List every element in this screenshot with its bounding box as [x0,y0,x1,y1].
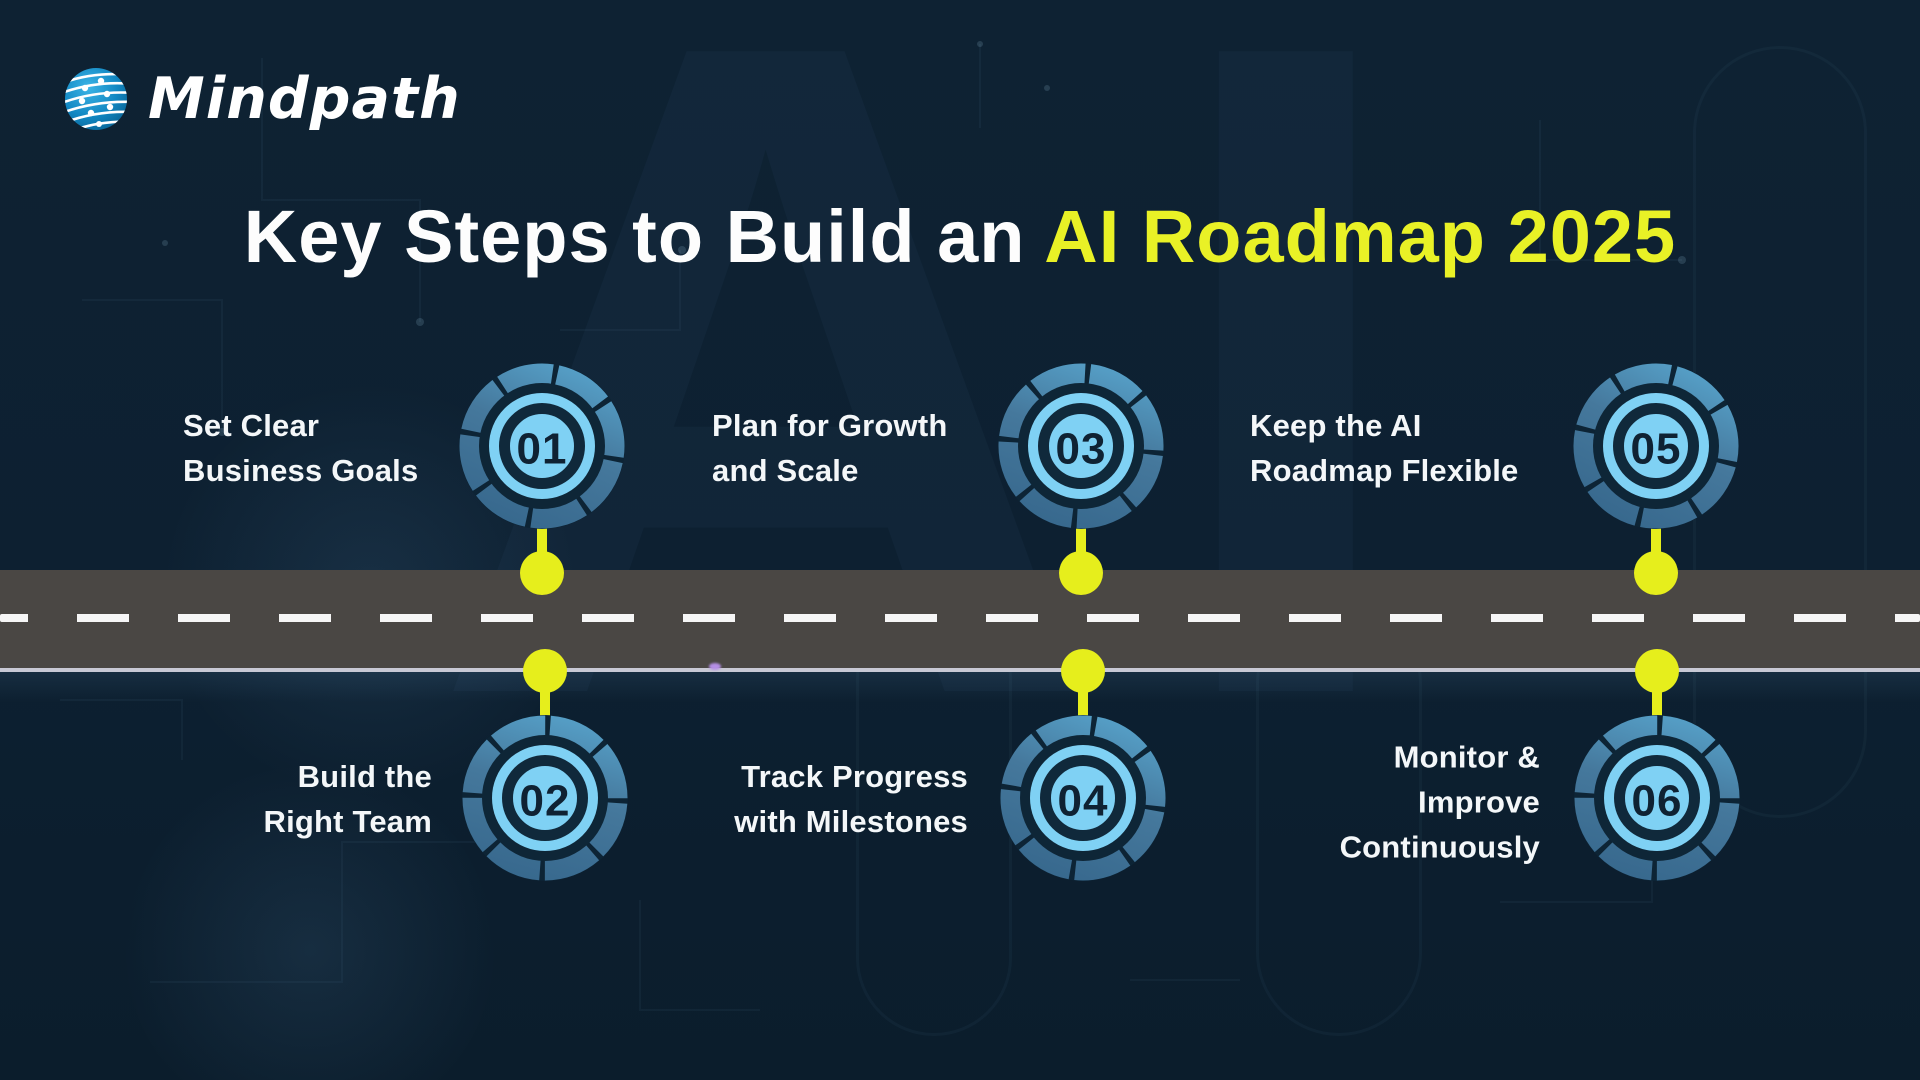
milestone-03-label: Plan for Growth and Scale [712,403,948,493]
milestone-04-label-line1: Track Progress [741,759,968,794]
milestone-03-road-dot [1059,551,1103,595]
milestone-03-number: 03 [1056,425,1107,474]
milestone-01-road-dot [520,551,564,595]
milestone-06-connector [1652,671,1662,751]
milestone-01-label-line2: Business Goals [183,453,419,488]
road-center-dashed-line [0,614,1920,622]
page-title: Key Steps to Build an AI Roadmap 2025 [0,194,1920,279]
milestone-05-road-dot [1634,551,1678,595]
milestone-05-number: 05 [1631,425,1682,474]
milestone-01-connector [537,492,547,574]
milestone-02-label: Build the Right Team [264,754,433,844]
milestone-05-label-line1: Keep the AI [1250,408,1422,443]
milestone-02-connector [540,671,550,751]
milestone-02-wheel: 02 [462,715,628,881]
background-glow [120,760,500,1080]
milestone-02-label-line2: Right Team [263,804,432,839]
milestone-04-connector [1078,671,1088,751]
milestone-05-connector [1651,492,1661,574]
milestone-03-connector [1076,492,1086,574]
milestone-05-label-line2: Roadmap Flexible [1250,453,1519,488]
milestone-04-label: Track Progress with Milestones [734,754,968,844]
milestone-06-number: 06 [1632,777,1683,826]
milestone-03-wheel: 03 [998,363,1164,529]
road-purple-speck [709,663,721,670]
milestone-01-number: 01 [517,425,568,474]
milestone-06-label-line1: Monitor & [1393,739,1540,775]
milestone-06-label-line2: Improve [1418,784,1540,820]
milestone-02-number: 02 [520,777,571,826]
milestone-06-road-dot [1635,649,1679,693]
road-shadow [0,672,1920,702]
globe-circuit-icon [65,68,127,130]
milestone-05-label: Keep the AI Roadmap Flexible [1250,403,1519,493]
milestone-01-label-line1: Set Clear [183,408,320,443]
milestone-04-label-line2: with Milestones [734,804,968,839]
milestone-05-wheel: 05 [1573,363,1739,529]
milestone-01-label: Set Clear Business Goals [183,403,418,493]
title-white-part: Key Steps to Build an [243,195,1026,278]
milestone-06-label-line3: Continuously [1339,829,1540,865]
milestone-03-label-line2: and Scale [712,453,859,488]
road-timeline [0,570,1920,672]
milestone-04-number: 04 [1058,777,1109,826]
milestone-02-road-dot [523,649,567,693]
brand-logo: Mindpath [64,66,461,132]
milestone-06-label: Monitor & Improve Continuously [1340,735,1540,870]
milestone-02-label-line1: Build the [297,759,432,794]
milestone-03-label-line1: Plan for Growth [712,408,948,443]
brand-name: Mindpath [148,66,461,132]
milestone-06-wheel: 06 [1574,715,1740,881]
milestone-01-wheel: 01 [459,363,625,529]
milestone-04-road-dot [1061,649,1105,693]
title-highlight-part: AI Roadmap 2025 [1044,195,1677,278]
milestone-04-wheel: 04 [1000,715,1166,881]
